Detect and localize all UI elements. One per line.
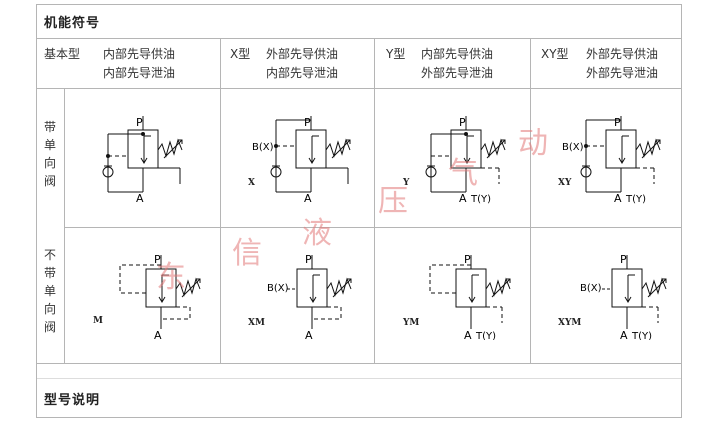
column-line1: 外部先导供油 [586,47,659,61]
port-label-t: T(Y) [631,331,652,340]
section-title-model-description: 型号说明 [44,393,101,408]
row-label-without-check-valve: 不 带 单 向 阀 [40,246,60,336]
watermark-char: 液 [302,216,332,251]
row-divider [64,227,682,228]
column-divider-1 [220,38,221,363]
port-label-a: A [459,192,467,205]
section-title-function-symbols: 机能符号 [44,16,101,31]
row-label-char: 带 [43,266,56,280]
model-code-ym: YM [403,318,420,328]
watermark-char: 压 [378,184,408,219]
port-label-b: B(X) [580,283,602,294]
port-label-p: P [154,253,161,266]
model-code-m: M [93,316,103,326]
column-line2: 外部先导泄油 [586,66,659,80]
watermark-char: 东 [156,260,186,295]
section-divider [36,378,682,379]
model-code-xym: XYM [558,318,582,328]
port-label-a: A [614,192,622,205]
table-top-border [36,4,682,5]
port-label-p: P [464,253,471,266]
column-divider-2 [374,38,375,363]
column-divider-3 [530,38,531,363]
column-line1: 内部先导供油 [103,47,176,61]
port-label-a: A [154,329,162,340]
port-label-p: P [614,116,621,129]
port-label-t: T(Y) [475,331,496,340]
label-column-divider [64,88,65,363]
symbol-basic-with-check-valve: P A [102,116,183,205]
symbol-x-without-check-valve: P A B(X) [267,253,352,340]
watermark-char: 动 [518,126,548,161]
row-label-char: 带 [43,120,56,134]
table-bottom-border [36,417,682,418]
port-label-p: P [136,116,143,129]
port-label-a: A [620,329,628,340]
table-right-border [681,4,682,418]
column-type: 基本型 [44,47,81,61]
port-label-b: B(X) [252,142,274,153]
watermark-char: 气 [448,156,478,191]
symbol-y-with-check-valve: P A T(Y) [425,116,506,205]
row-label-char: 阀 [43,320,56,334]
port-label-a: A [136,192,144,205]
column-line2: 内部先导泄油 [266,66,339,80]
port-label-b: B(X) [267,283,289,294]
column-type: X型 [230,47,251,61]
symbol-xy-with-check-valve: P A B(X) T(Y) [562,116,661,205]
symbol-basic-without-check-valve: P A [119,253,201,340]
symbol-y-without-check-valve: P A T(Y) [429,253,511,340]
port-label-a: A [464,329,472,340]
model-code-xy: XY [558,178,572,188]
symbol-x-with-check-valve: P A B(X) [252,116,351,205]
column-type: XY型 [541,47,569,61]
row-label-char: 阀 [43,174,56,188]
column-type: Y型 [386,47,406,61]
spec-table: 机能符号 型号说明 基本型 内部先导供油 内部先导泄油 X型 外部先导供油 内部… [36,0,682,423]
row-label-with-check-valve: 带 单 向 阀 [40,118,60,190]
port-label-a: A [304,192,312,205]
row-label-char: 单 [43,284,56,298]
table-body-bottom [36,363,682,364]
model-code-xm: XM [248,318,265,328]
port-label-p: P [620,253,627,266]
watermark-char: 信 [232,236,262,271]
row-label-char: 向 [43,156,56,170]
model-code-x: X [248,178,255,188]
symbol-xy-without-check-valve: P A B(X) T(Y) [580,253,667,340]
port-label-b: B(X) [562,142,584,153]
table-left-border [36,4,37,418]
port-label-t: T(Y) [470,194,491,205]
port-label-t: T(Y) [625,194,646,205]
model-code-y: Y [403,178,410,188]
port-label-p: P [304,116,311,129]
header-bottom-border [36,88,682,89]
column-line2: 内部先导泄油 [103,66,176,80]
header-divider [36,38,682,39]
row-label-char: 不 [43,248,56,262]
port-label-p: P [459,116,466,129]
column-line1: 内部先导供油 [421,47,494,61]
column-line1: 外部先导供油 [266,47,339,61]
port-label-p: P [305,253,312,266]
column-line2: 外部先导泄油 [421,66,494,80]
row-label-char: 向 [43,302,56,316]
port-label-a: A [305,329,313,340]
row-label-char: 单 [43,138,56,152]
